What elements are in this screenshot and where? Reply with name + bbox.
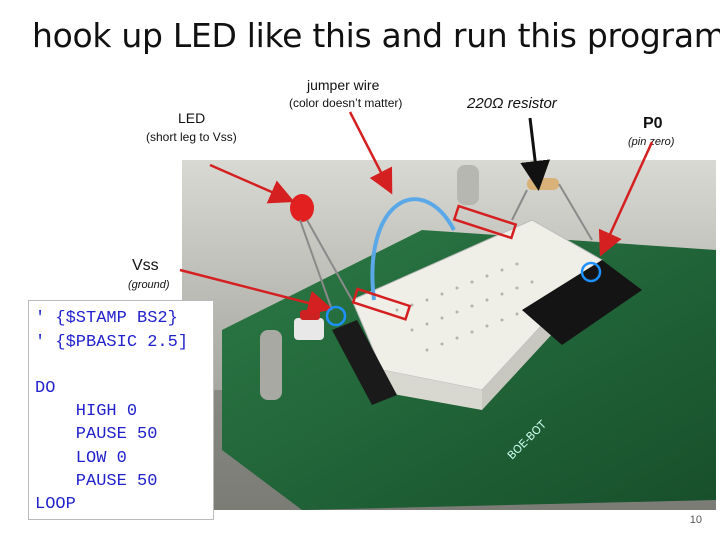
code-line-2: ' {$PBASIC 2.5] xyxy=(35,333,189,352)
vss-note: (ground) xyxy=(128,279,170,291)
jumper-wire-note: (color doesn’t matter) xyxy=(289,96,403,110)
led-label: LED xyxy=(178,110,206,126)
code-line-3: DO xyxy=(35,379,56,398)
code-line-5: PAUSE 50 xyxy=(35,425,158,444)
page-number: 10 xyxy=(689,514,702,526)
code-line-1: ' {$STAMP BS2} xyxy=(35,309,178,328)
code-line-4: HIGH 0 xyxy=(35,402,138,421)
header-strip xyxy=(332,320,397,405)
jumper-wire-label: jumper wire xyxy=(307,77,380,93)
led-note: (short leg to Vss) xyxy=(146,130,237,144)
code-line-8: LOOP xyxy=(35,495,76,514)
resistor-label: 220Ω resistor xyxy=(467,95,557,112)
resistor-body xyxy=(527,178,559,190)
vss-label: Vss xyxy=(132,257,159,274)
code-panel: ' {$STAMP BS2} ' {$PBASIC 2.5] DO HIGH 0… xyxy=(28,300,214,520)
code-line-7: PAUSE 50 xyxy=(35,472,158,491)
slide-title: hook up LED like this and run this progr… xyxy=(32,16,720,55)
jumper-wire xyxy=(370,197,456,301)
p0-note: (pin zero) xyxy=(628,136,675,148)
breadboard-photo: BOE-BOT xyxy=(182,160,716,510)
standoff-post xyxy=(260,330,282,400)
p0-label: P0 xyxy=(643,115,663,132)
led-body xyxy=(290,194,314,222)
standoff-post xyxy=(457,165,479,205)
code-line-6: LOW 0 xyxy=(35,449,127,468)
